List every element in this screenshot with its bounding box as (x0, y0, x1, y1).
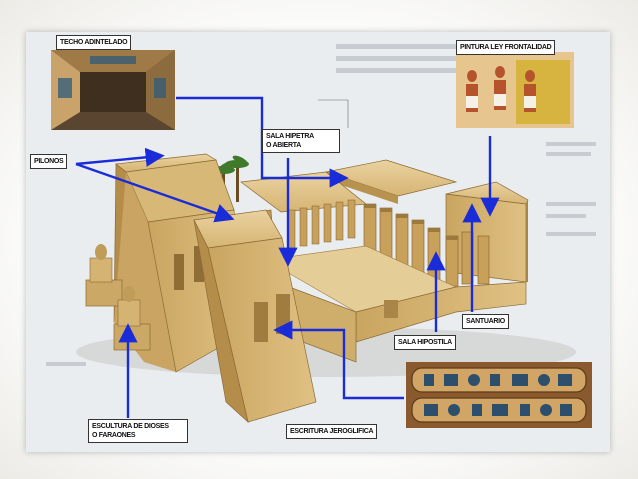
label-escultura: ESCULTURA DE DIOSES O FARAONES (88, 419, 188, 443)
label-santuario: SANTUARIO (462, 314, 509, 329)
painting-photo (456, 52, 574, 128)
connector-line (318, 99, 349, 128)
arrow-pilonos-upper (75, 147, 165, 167)
arrow-pilonos-lower (75, 162, 235, 223)
label-pilonos: PILONOS (30, 154, 68, 169)
pylon-right (193, 209, 317, 424)
diagram-card: TECHO ADINTELADO PINTURA LEY FRONTALIDAD… (26, 32, 610, 452)
label-sala-hipetra: SALA HIPETRA O ABIERTA (262, 129, 340, 153)
background-text (46, 44, 596, 366)
ceiling-photo (51, 50, 175, 130)
temple-illustration (46, 44, 596, 428)
callout-arrows (75, 96, 500, 418)
label-escritura-jeroglifica: ESCRITURA JEROGLIFICA (286, 424, 378, 439)
label-pintura-ley-frontalidad: PINTURA LEY FRONTALIDAD (456, 40, 556, 55)
label-sala-hipostila: SALA HIPOSTILA (394, 335, 456, 350)
label-techo-adintelado: TECHO ADINTELADO (56, 35, 132, 50)
hypostyle-hall (324, 159, 490, 287)
hieroglyph-photo (406, 362, 592, 428)
arrow-escritura (273, 320, 404, 400)
